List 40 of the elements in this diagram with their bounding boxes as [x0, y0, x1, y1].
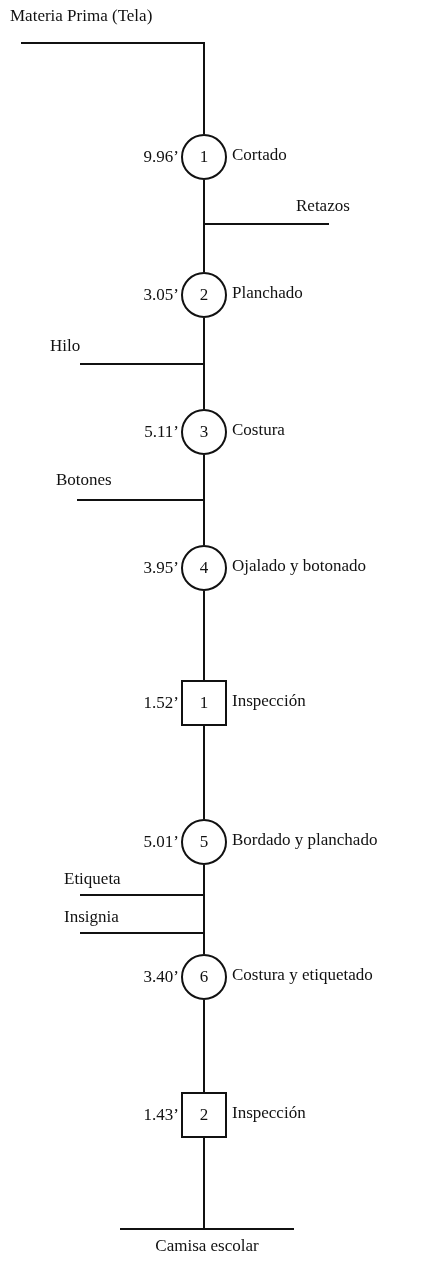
material-label: Insignia — [64, 907, 144, 933]
connector-line — [20, 42, 205, 135]
inspection-square: 1 — [181, 680, 227, 726]
connector-line — [203, 1137, 205, 1229]
connector-line — [203, 590, 205, 681]
time-label: 5.11’ — [144, 422, 179, 442]
time-label: 3.05’ — [143, 285, 179, 305]
connector-line — [203, 179, 205, 273]
time-label: 5.01’ — [143, 832, 179, 852]
time-label: 3.95’ — [143, 558, 179, 578]
material-label: Etiqueta — [64, 869, 144, 895]
material-label: Materia Prima (Tela) — [10, 6, 204, 43]
operation-circle: 4 — [181, 545, 227, 591]
waste-label: Retazos — [296, 196, 376, 224]
connector-line — [203, 725, 205, 820]
operation-label: Bordado y planchado — [232, 830, 378, 850]
operation-circle: 6 — [181, 954, 227, 1000]
operation-label: Ojalado y botonado — [232, 556, 367, 576]
operation-label: Cortado — [232, 145, 287, 165]
time-label: 1.52’ — [143, 693, 179, 713]
operation-circle: 3 — [181, 409, 227, 455]
operation-circle: 2 — [181, 272, 227, 318]
time-label: 1.43’ — [143, 1105, 179, 1125]
operation-label: Costura — [232, 420, 285, 440]
time-label: 9.96’ — [143, 147, 179, 167]
operation-label: Inspección — [232, 1103, 306, 1123]
operation-label: Inspección — [232, 691, 306, 711]
connector-line — [203, 864, 205, 955]
time-label: 3.40’ — [143, 967, 179, 987]
connector-line — [203, 999, 205, 1093]
operation-label: Costura y etiquetado — [232, 965, 373, 985]
operation-circle: 1 — [181, 134, 227, 180]
material-label: Hilo — [50, 336, 94, 364]
material-label: Botones — [56, 470, 136, 500]
connector-line — [203, 317, 205, 410]
product-label: Camisa escolar — [120, 1228, 294, 1258]
operation-circle: 5 — [181, 819, 227, 865]
inspection-square: 2 — [181, 1092, 227, 1138]
operation-label: Planchado — [232, 283, 303, 303]
connector-line — [203, 454, 205, 546]
